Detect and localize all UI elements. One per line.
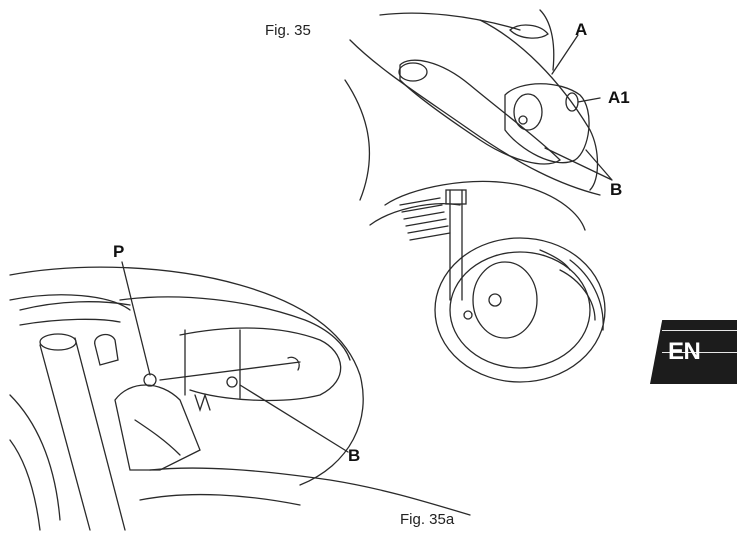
figure-caption-top: Fig. 35 [265,22,311,39]
callout-a: A [575,20,588,39]
tab-rule-top [662,330,737,331]
callout-a1: A1 [608,88,630,107]
front-grille [399,197,451,241]
callout-b-top: B [610,180,623,199]
headlight-adjust-drawing [9,261,471,531]
callout-p: P [113,242,125,261]
callout-b-bottom: B [348,446,361,465]
front-scooter-drawing [344,9,613,383]
language-tab-label: EN [668,338,701,365]
front-wheel [434,237,606,383]
tab-rule-middle [662,352,737,353]
figure-caption-bottom: Fig. 35a [400,511,455,528]
language-tab: EN [650,320,737,384]
